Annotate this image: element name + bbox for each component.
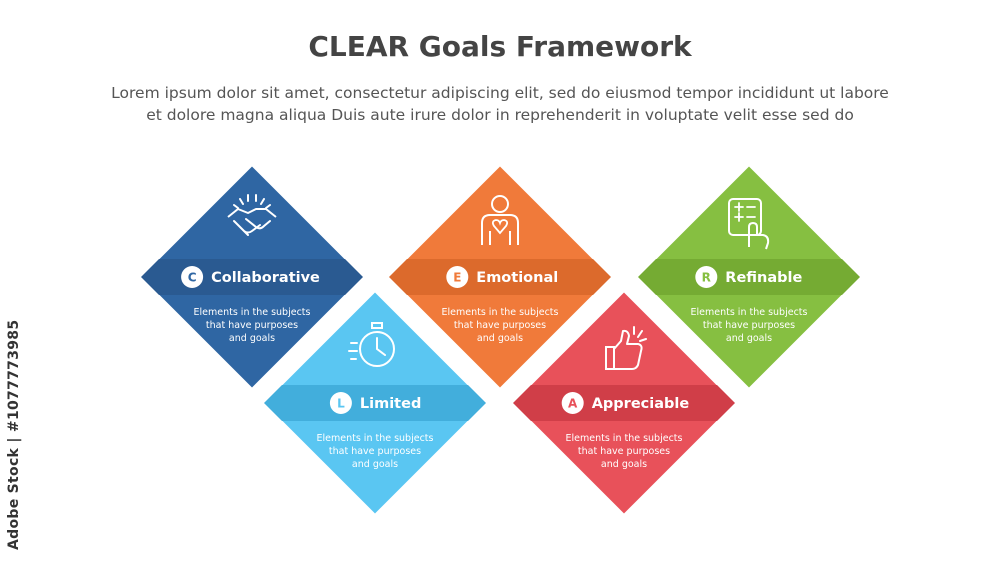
item-description-line: and goals — [601, 459, 647, 470]
item-description-line: Elements in the subjects — [691, 307, 808, 318]
page-subtitle: Lorem ipsum dolor sit amet, consectetur … — [40, 82, 960, 126]
subtitle-line-2: et dolore magna aliqua Duis aute irure d… — [146, 106, 854, 124]
page-title: CLEAR Goals Framework — [308, 30, 692, 63]
item-description-line: Elements in the subjects — [194, 307, 311, 318]
item-description-line: that have purposes — [206, 320, 298, 331]
item-description-line: that have purposes — [329, 446, 421, 457]
item-description-line: and goals — [352, 459, 398, 470]
letter-badge — [695, 266, 718, 288]
label-band — [389, 259, 611, 295]
letter-badge — [181, 266, 204, 288]
item-description-line: Elements in the subjects — [317, 433, 434, 444]
stopwatch-icon — [348, 322, 395, 367]
item-title: Appreciable — [592, 396, 690, 412]
letter-text: R — [702, 271, 711, 285]
item-title: Limited — [360, 396, 421, 412]
letter-badge — [329, 392, 352, 414]
thumbs-up-icon — [605, 326, 647, 370]
letter-badge — [446, 266, 469, 288]
handshake-icon — [227, 194, 277, 236]
person-heart-icon — [481, 195, 519, 245]
item-description-line: and goals — [229, 333, 275, 344]
item-title: Refinable — [725, 270, 802, 286]
letter-text: A — [568, 397, 578, 411]
settings-panel-icon — [728, 198, 770, 250]
letter-text: E — [453, 271, 461, 285]
item-description-line: Elements in the subjects — [442, 307, 559, 318]
label-band — [513, 385, 735, 421]
letter-text: C — [188, 271, 197, 285]
item-description-line: that have purposes — [703, 320, 795, 331]
item-title: Emotional — [476, 270, 558, 286]
letter-text: L — [337, 397, 345, 411]
item-description-line: and goals — [726, 333, 772, 344]
label-band — [638, 259, 860, 295]
label-band — [264, 385, 486, 421]
letter-badge — [561, 392, 584, 414]
item-description-line: that have purposes — [578, 446, 670, 457]
item-description-line: that have purposes — [454, 320, 546, 331]
item-title: Collaborative — [211, 270, 320, 286]
item-description-line: and goals — [477, 333, 523, 344]
subtitle-line-1: Lorem ipsum dolor sit amet, consectetur … — [111, 84, 889, 102]
item-description-line: Elements in the subjects — [566, 433, 683, 444]
label-band — [141, 259, 363, 295]
